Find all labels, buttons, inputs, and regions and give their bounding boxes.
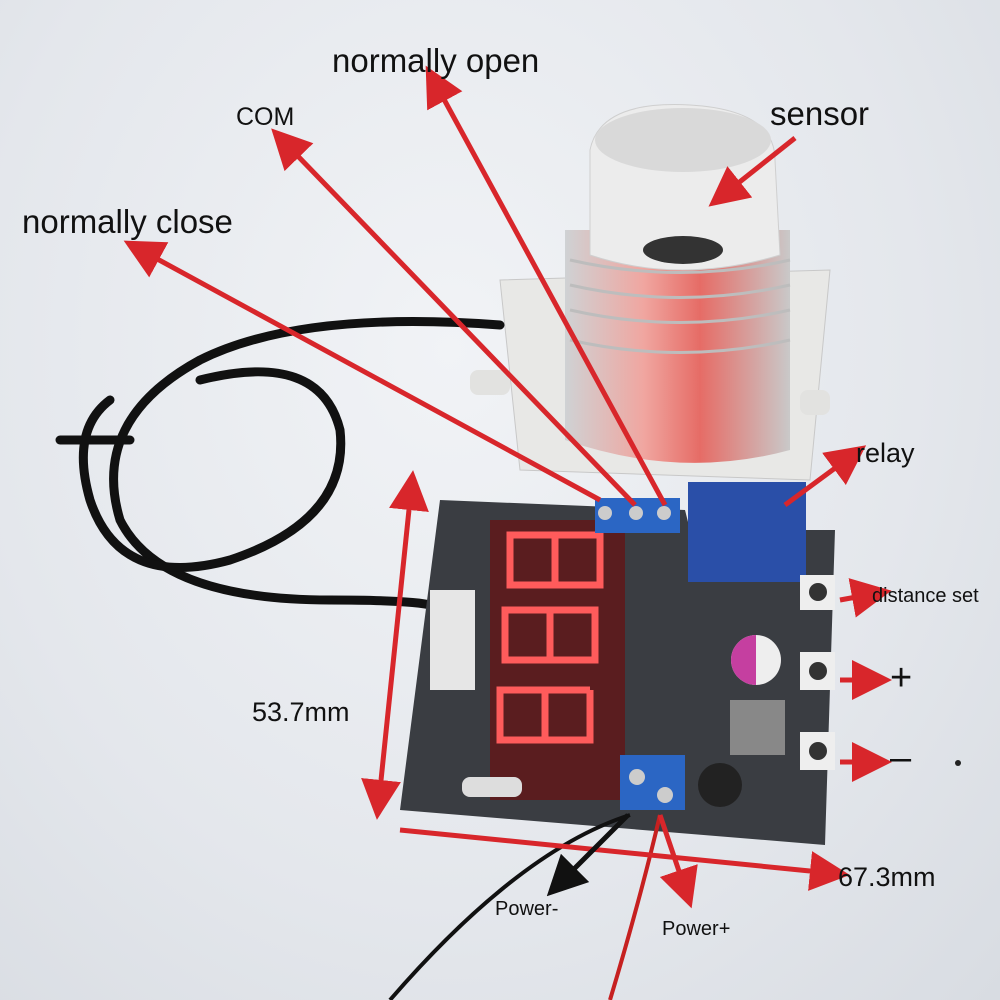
arrow-height xyxy=(361,470,429,820)
arrow-normally-open xyxy=(425,65,668,507)
label-power-minus: Power- xyxy=(495,898,559,920)
label-com: COM xyxy=(236,103,295,131)
arrow-sensor xyxy=(708,136,797,207)
label-normally-open: normally open xyxy=(332,42,540,79)
label-width: 67.3mm xyxy=(838,862,936,892)
label-plus: + xyxy=(890,657,913,699)
arrow-com xyxy=(271,128,637,507)
arrow-relay xyxy=(783,445,867,508)
relay-component xyxy=(688,482,806,582)
arrow-normally-close xyxy=(123,240,602,503)
annotation-arrows xyxy=(123,65,892,909)
label-relay: relay xyxy=(856,438,915,468)
arrow-distance-set xyxy=(839,578,892,618)
label-normally-close: normally close xyxy=(22,203,233,240)
arrow-power-plus xyxy=(657,814,698,909)
arrow-power-minus xyxy=(546,813,630,897)
label-sensor: sensor xyxy=(770,95,870,132)
label-power-plus: Power+ xyxy=(662,918,731,940)
sensor-cable xyxy=(55,317,505,615)
label-minus: – xyxy=(890,737,912,779)
label-height: 53.7mm xyxy=(252,697,350,727)
arrow-width xyxy=(399,827,850,891)
pcb-board xyxy=(400,482,835,845)
label-distance-set: distance set xyxy=(872,585,979,607)
sensor-housing xyxy=(470,104,831,481)
